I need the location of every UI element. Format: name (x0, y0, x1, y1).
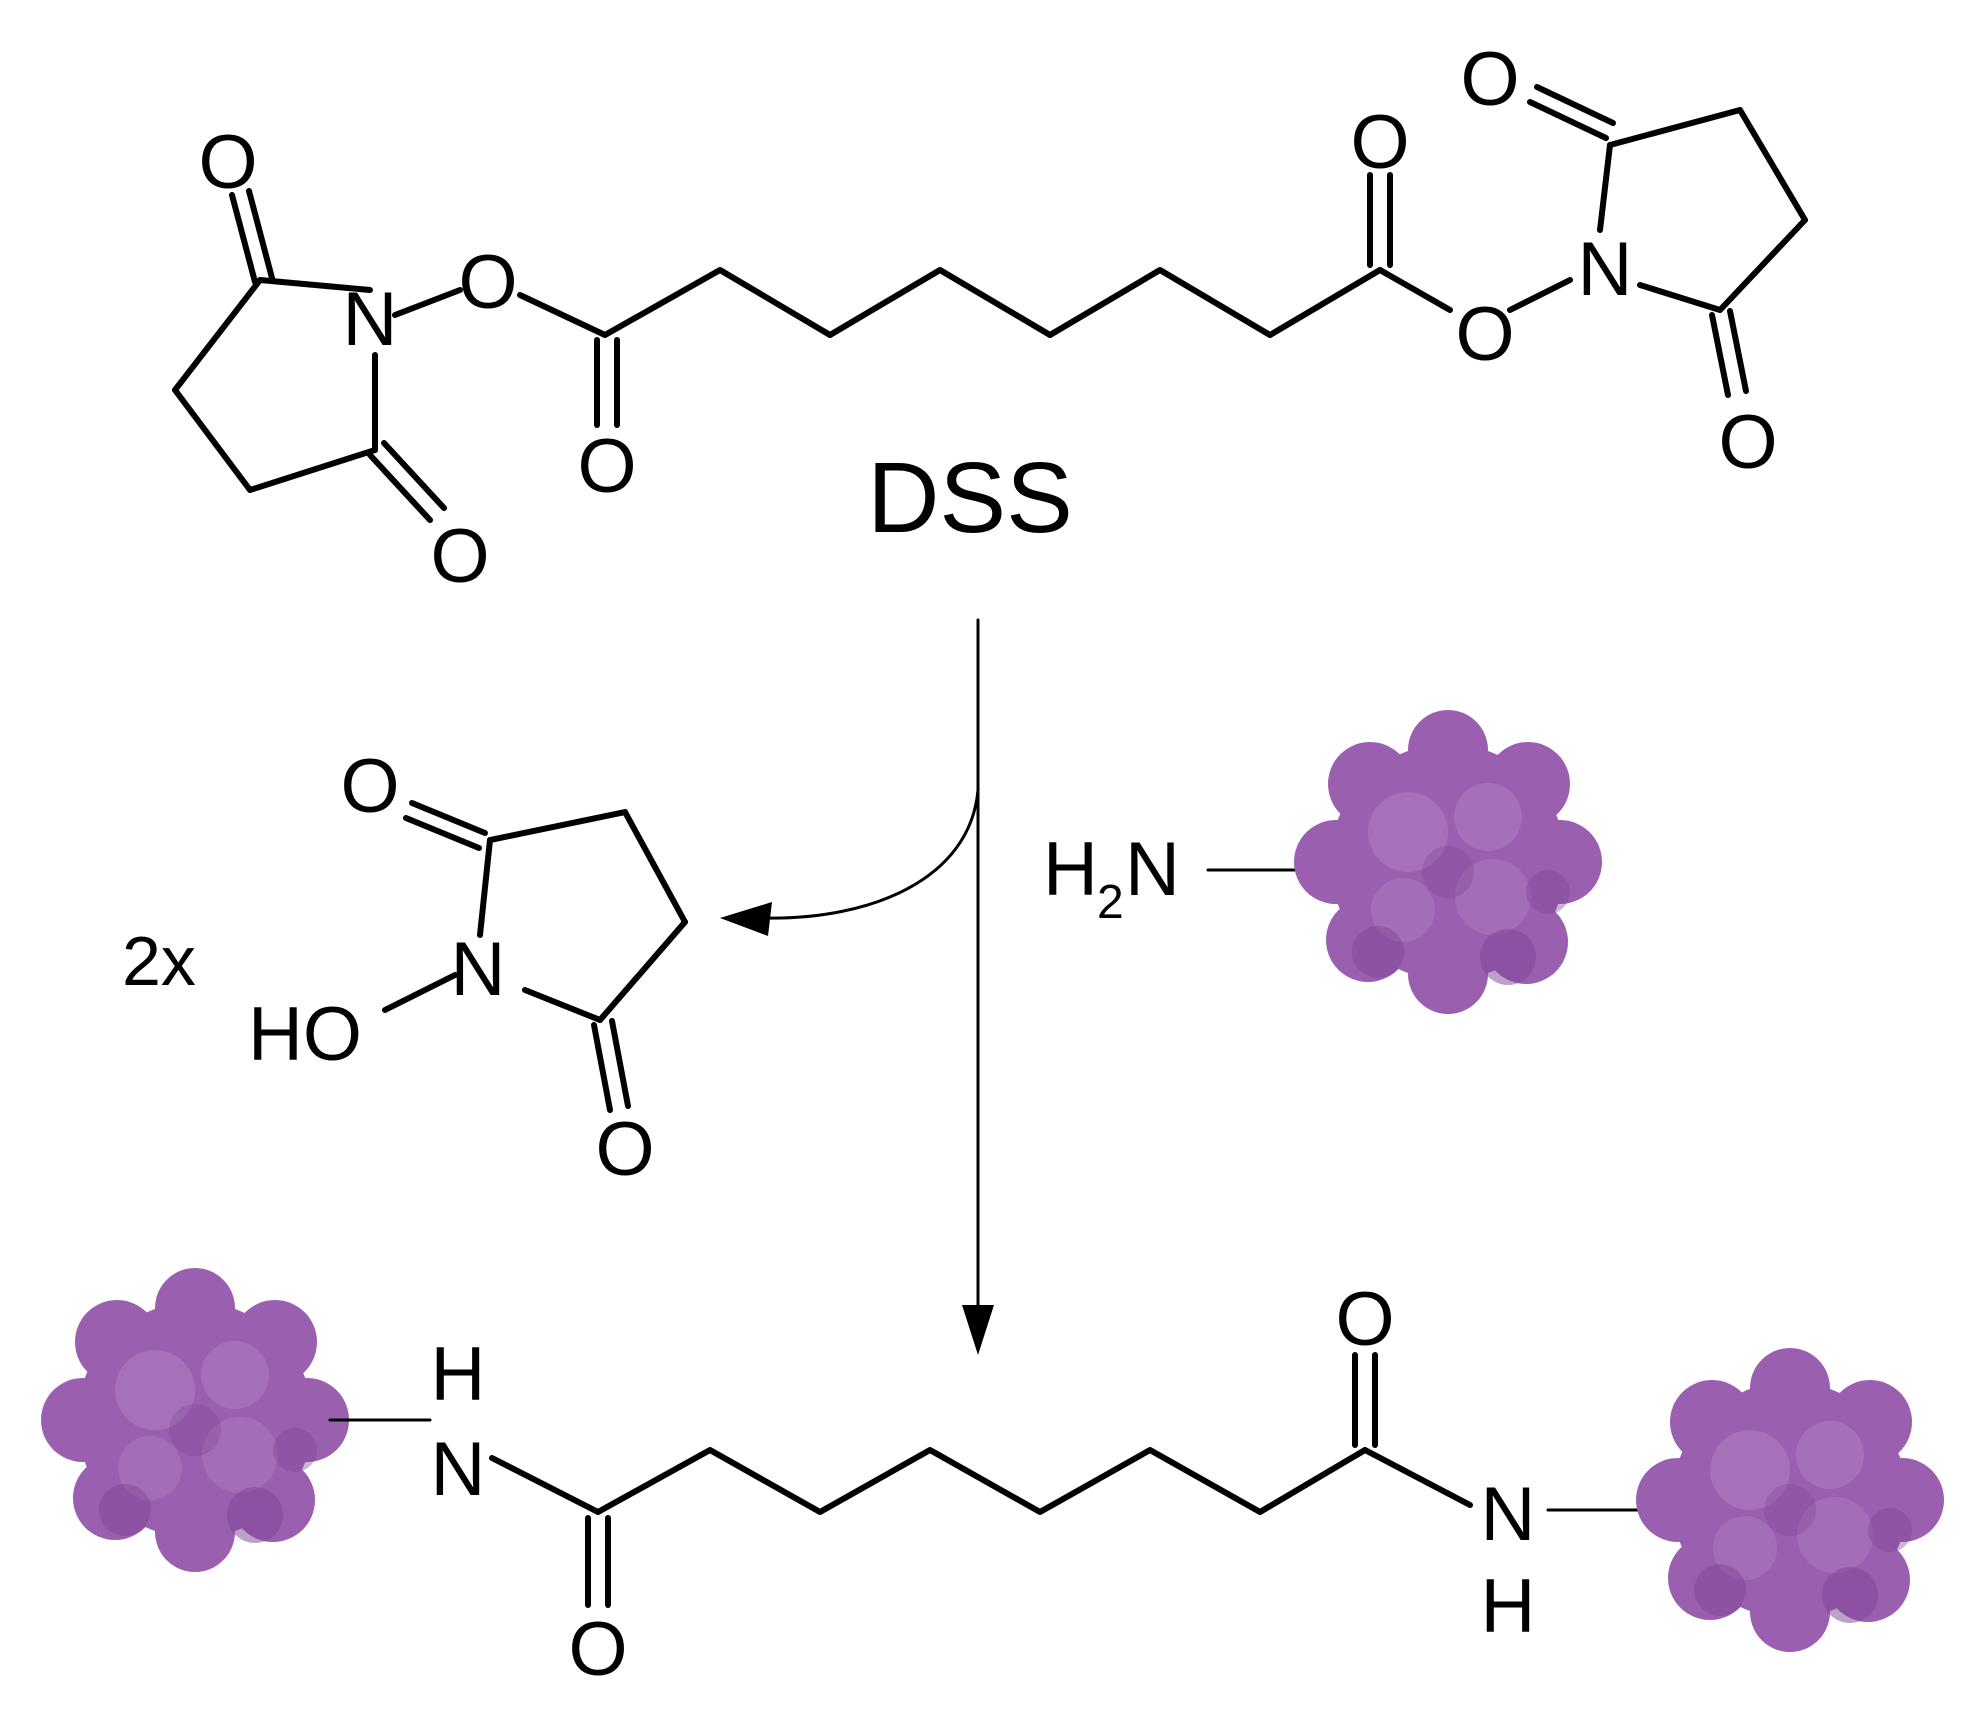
oxygen-atom: O (595, 1107, 654, 1192)
protein-icon (1294, 710, 1602, 1014)
hydroxyl-label: HO (248, 992, 362, 1077)
protein-icon (1636, 1348, 1944, 1652)
nitrogen-atom: N (431, 1427, 486, 1512)
nitrogen-atom: N (1578, 227, 1633, 312)
oxygen-atom: O (458, 240, 517, 325)
amine-subscript-label: 2 (1097, 876, 1124, 929)
nitrogen-atom: N (343, 277, 398, 362)
oxygen-atom: O (340, 744, 399, 829)
oxygen-atom: O (430, 514, 489, 599)
amine-hydrogen-label: H (1043, 827, 1098, 912)
oxygen-atom: O (1718, 400, 1777, 485)
protein-icon (41, 1268, 349, 1572)
reagent-name-label: DSS (867, 442, 1073, 554)
nitrogen-atom: N (451, 927, 506, 1012)
crosslinked-product: H N O O N H (41, 1268, 1944, 1692)
amine-nitrogen-label: N (1125, 827, 1180, 912)
hydrogen-atom: H (1481, 1564, 1536, 1649)
nitrogen-atom: N (1481, 1472, 1536, 1557)
oxygen-atom: O (1460, 37, 1519, 122)
byproduct-release-arrow (720, 788, 980, 936)
oxygen-atom: O (198, 120, 257, 205)
oxygen-atom: O (1350, 100, 1409, 185)
oxygen-atom: O (577, 424, 636, 509)
amine-protein: H 2 N (1043, 710, 1602, 1014)
oxygen-atom: O (1335, 1277, 1394, 1362)
oxygen-atom: O (568, 1607, 627, 1692)
nhs-byproduct: 2x O N O HO (122, 744, 688, 1192)
oxygen-atom: O (1455, 292, 1514, 377)
stoichiometry-label: 2x (122, 922, 196, 1000)
dss-molecule: O N O O O O O N O O (172, 37, 1808, 599)
reaction-arrow (962, 618, 994, 1355)
hydrogen-atom: H (431, 1332, 486, 1417)
